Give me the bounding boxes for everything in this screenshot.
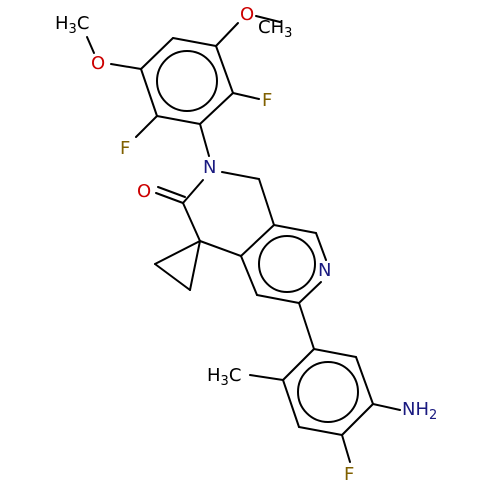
methyl-top-label: CH3 <box>258 17 292 41</box>
cyclopropane-ring <box>154 240 201 291</box>
bond <box>182 179 204 204</box>
bond <box>199 240 242 257</box>
bond <box>215 45 234 94</box>
fluorine-upper-left-label: F <box>120 138 130 159</box>
aryl-methyl-label: H3C <box>207 365 241 389</box>
bond <box>256 294 300 304</box>
lactam-ring <box>182 171 275 257</box>
bond <box>298 281 322 304</box>
bond <box>282 379 300 428</box>
bond-upper-oxygen-methyl <box>255 15 281 23</box>
lower-aryl-ring <box>282 348 374 436</box>
bond <box>240 224 275 257</box>
bond-ring-to-lactam-nitrogen <box>199 123 210 157</box>
bond-left-oxygen-methyl <box>86 36 95 54</box>
bond <box>240 255 258 296</box>
bond <box>282 348 315 381</box>
bond <box>355 356 374 405</box>
bond-pyridine-to-aryl <box>298 302 315 350</box>
bond-to-aryl-methyl <box>249 374 284 381</box>
aromatic-circle <box>156 50 218 112</box>
oxygen-left-label: O <box>91 53 105 74</box>
bond-to-upper-oxygen <box>215 22 239 47</box>
bond <box>182 202 201 242</box>
bond <box>154 263 191 291</box>
methyl-left-label: H3C <box>55 13 89 37</box>
pyridine-nitrogen-label: N <box>318 260 331 281</box>
bond-to-left-oxygen <box>110 63 142 70</box>
carbonyl-double-bond <box>157 186 186 198</box>
carbonyl-double-bond <box>155 192 184 204</box>
amine-label: NH2 <box>402 399 437 423</box>
bond <box>154 240 201 265</box>
bond-to-left-fluorine <box>135 115 158 138</box>
bond-to-amine <box>372 403 401 411</box>
aromatic-circle <box>297 361 359 423</box>
bond <box>313 348 357 358</box>
lactam-nitrogen-label: N <box>203 157 216 178</box>
bond <box>298 426 343 436</box>
upper-phenyl-ring <box>140 37 234 125</box>
bond <box>140 68 158 117</box>
bond-to-bottom-fluorine <box>341 434 351 463</box>
bond <box>315 232 327 261</box>
pyridine-ring <box>240 224 327 304</box>
bond-to-right-fluorine <box>232 92 260 100</box>
bond <box>140 37 174 70</box>
bond <box>258 178 275 226</box>
fluorine-bottom-label: F <box>344 464 354 485</box>
bond <box>172 37 217 47</box>
carbonyl-oxygen-label: O <box>137 181 151 202</box>
bond <box>199 92 234 125</box>
fluorine-upper-right-label: F <box>262 90 272 111</box>
bond <box>156 115 201 125</box>
aromatic-circle <box>258 235 316 293</box>
bond <box>221 171 260 180</box>
bond <box>273 224 317 234</box>
bond <box>189 240 201 291</box>
bond <box>341 403 374 436</box>
oxygen-top-label: O <box>240 4 254 25</box>
